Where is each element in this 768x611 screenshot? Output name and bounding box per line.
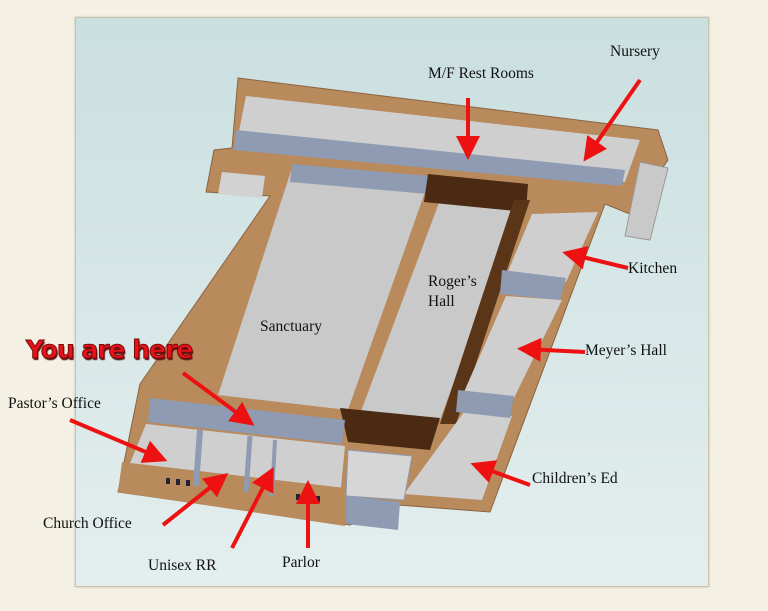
- meyers-hall-wall: [500, 270, 566, 300]
- entry-facade: [346, 496, 400, 530]
- rogers-hall-bottom-wall: [340, 408, 440, 450]
- nursery-arrow: [583, 78, 642, 162]
- sanctuary-wall: [290, 164, 430, 194]
- label-kitchen: Kitchen: [628, 260, 678, 277]
- pastors-office-arrow: [69, 418, 168, 463]
- childrens-ed-wall: [456, 390, 514, 418]
- rogers-hall-top-wall: [424, 174, 528, 212]
- kitchen-arrow: [562, 246, 629, 270]
- label-restrooms: M/F Rest Rooms: [428, 65, 534, 82]
- label-meyers-hall: Meyer’s Hall: [585, 342, 667, 359]
- you-are-here-arrow: [181, 371, 255, 426]
- front-facade: [118, 462, 345, 526]
- label-parlor: Parlor: [282, 554, 320, 571]
- rogers-hall-floor: [360, 200, 518, 420]
- unisex-rr-arrow: [230, 466, 274, 549]
- label-rogers-hall-2: Hall: [428, 293, 455, 310]
- label-pastors-office: Pastor’s Office: [8, 395, 101, 412]
- label-nursery: Nursery: [610, 43, 660, 60]
- nursery-ramp: [624, 161, 669, 241]
- sanctuary-side-wall: [348, 178, 442, 412]
- label-church-office: Church Office: [43, 515, 132, 532]
- church-office-arrow: [161, 473, 229, 527]
- label-unisex-rr: Unisex RR: [148, 557, 217, 574]
- sanctuary-floor: [218, 168, 430, 410]
- rogers-hall-right-wall: [440, 200, 530, 424]
- nursery-floor: [236, 96, 640, 182]
- meyers-hall-arrow: [517, 337, 586, 362]
- nursery-wall: [234, 130, 625, 186]
- meyers-hall-floor: [464, 296, 562, 398]
- childrens-ed-arrow: [470, 460, 531, 487]
- kitchen-floor: [506, 212, 598, 282]
- you-are-here-label: You are here: [25, 335, 193, 365]
- label-sanctuary: Sanctuary: [260, 318, 322, 335]
- entry-vestibule: [345, 449, 413, 501]
- label-childrens-ed: Children’s Ed: [532, 470, 618, 487]
- side-room-floor: [218, 172, 265, 198]
- label-rogers-hall-1: Roger’s: [428, 273, 477, 290]
